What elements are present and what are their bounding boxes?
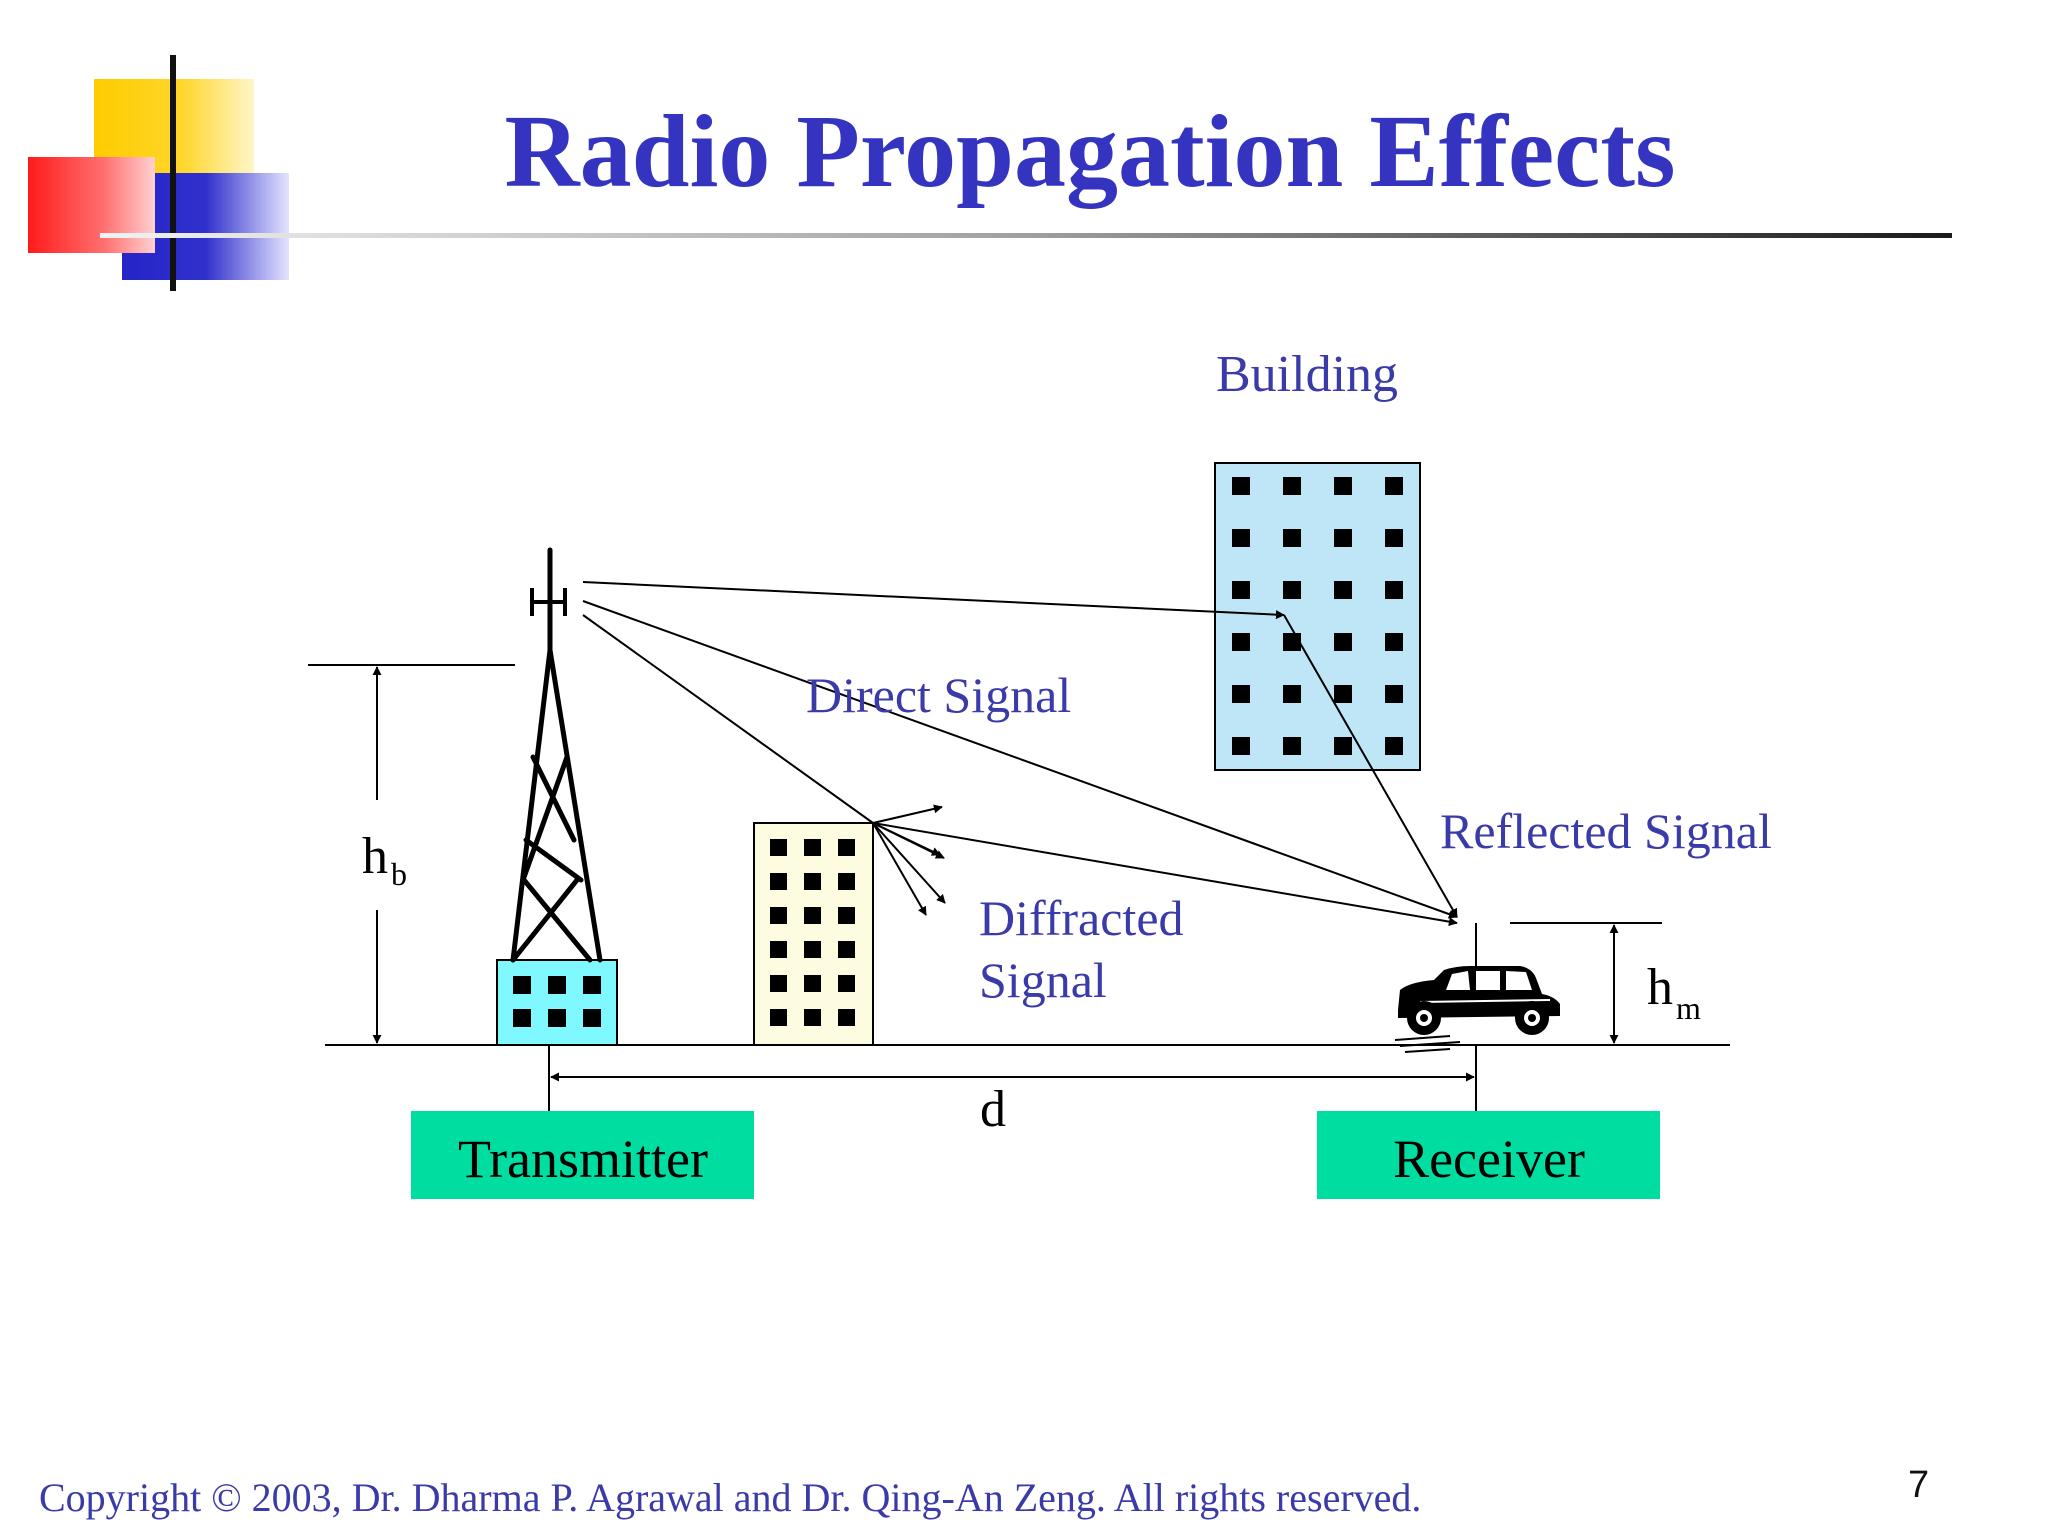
reflected-signal-label: Reflected Signal [1440, 803, 1772, 859]
signal-paths [582, 581, 1458, 927]
receiver-tag [1317, 1111, 1660, 1199]
receiver-label: Receiver [1393, 1129, 1585, 1189]
diffracted-signal-label-line1: Diffracted [979, 890, 1184, 946]
logo-vertical-bar [170, 55, 176, 291]
diffracted-signal-label-line2: Signal [979, 952, 1107, 1008]
title-rule [100, 233, 1952, 238]
hb-label: h b [362, 828, 407, 892]
distance-dimension [548, 1045, 1477, 1112]
hm-dimension [1510, 922, 1662, 1044]
transmitter-label: Transmitter [458, 1129, 708, 1189]
copyright-footer: Copyright © 2003, Dr. Dharma P. Agrawal … [39, 1475, 1422, 1520]
transmitter-tag [411, 1111, 754, 1199]
tower-base [496, 959, 618, 1046]
diffraction-arrow-5 [872, 822, 927, 916]
small-building [753, 822, 874, 1046]
small-building-windows [770, 839, 855, 1026]
tall-building-windows [1232, 477, 1403, 755]
signal-to-rooftop [582, 614, 874, 824]
direct-signal-label: Direct Signal [806, 667, 1071, 723]
direct-signal-path [582, 600, 1458, 919]
car-icon [1394, 966, 1560, 1053]
diffraction-arrow-4 [872, 822, 946, 904]
hb-label-main: h [362, 828, 388, 885]
diffracted-to-receiver [872, 822, 1458, 927]
hm-label-sub: m [1676, 990, 1701, 1026]
hb-dimension [308, 664, 515, 1044]
hm-label-main: h [1647, 959, 1673, 1016]
page-number: 7 [1908, 1464, 1930, 1506]
building-label: Building [1216, 346, 1398, 403]
reflected-signal-path [1283, 614, 1458, 918]
signal-to-building [582, 581, 1285, 620]
diffraction-arrow-3 [872, 822, 945, 859]
tall-building [1214, 462, 1421, 771]
transmitter-tower [510, 547, 603, 963]
decorative-logo [28, 55, 289, 291]
diffraction-arrow-1 [872, 804, 943, 824]
distance-label: d [980, 1081, 1006, 1138]
hm-label: h m [1647, 959, 1701, 1026]
hb-label-sub: b [391, 856, 407, 892]
antenna-icon [530, 552, 567, 620]
slide-title: Radio Propagation Effects [504, 94, 1676, 209]
